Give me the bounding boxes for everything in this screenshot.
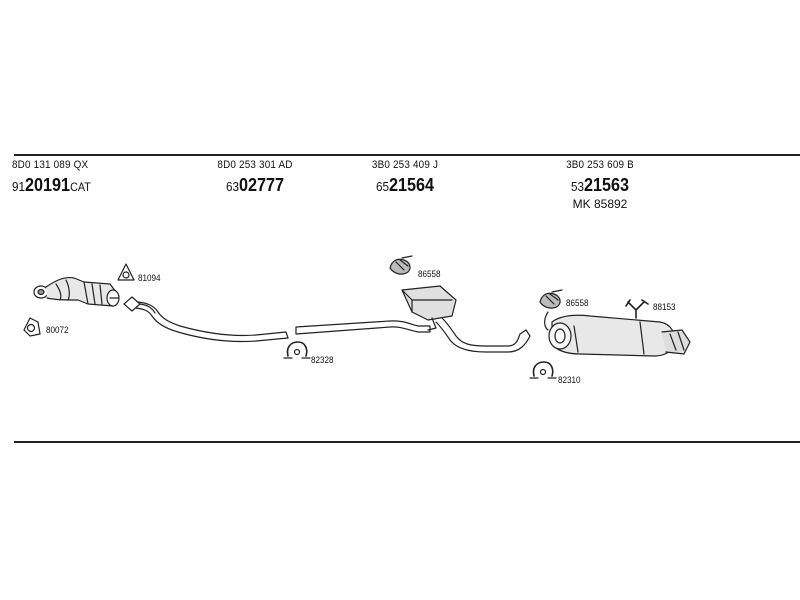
rubber-mount-86558-icon	[389, 255, 413, 275]
oe-number: 8D0 131 089 QX	[12, 159, 89, 171]
group-middle-silencer: 3B0 253 409 J 6521564	[350, 160, 460, 195]
article-number: 6521564	[356, 176, 455, 195]
part-label-82328: 82328	[311, 355, 334, 365]
oe-number: 3B0 253 609 B	[566, 159, 634, 171]
clamp-82328-icon	[283, 341, 311, 359]
hanger-88153-icon	[625, 299, 649, 319]
part-label-88153: 88153	[653, 302, 676, 312]
article-number: 5321563	[551, 176, 650, 195]
rubber-mount-86558-icon	[539, 289, 563, 309]
article-prefix: 63	[225, 179, 239, 194]
oe-number: 8D0 253 301 AD	[217, 159, 293, 171]
part-label-82310: 82310	[558, 375, 581, 385]
article-main: 02777	[238, 175, 285, 195]
article-number: 9120191CAT	[12, 176, 102, 195]
article-prefix: 53	[570, 179, 584, 194]
part-label-86558-front: 86558	[418, 269, 441, 279]
middle-silencer-icon	[295, 285, 531, 353]
part-label-80072: 80072	[46, 325, 69, 335]
front-pipe-icon	[123, 296, 289, 343]
article-number: 6302777	[206, 176, 305, 195]
top-rule	[14, 154, 800, 156]
group-front-pipe: 8D0 253 301 AD 6302777	[200, 160, 310, 195]
article-suffix: CAT	[70, 180, 91, 194]
article-main: 21563	[583, 175, 630, 195]
clamp-81094-icon	[117, 263, 135, 281]
article-main: 21564	[388, 175, 435, 195]
rear-silencer-icon	[544, 311, 691, 357]
part-label-81094: 81094	[138, 273, 161, 283]
bottom-rule	[14, 441, 800, 443]
clamp-80072-icon	[23, 317, 41, 337]
part-label-86558-rear: 86558	[566, 298, 589, 308]
group-rear-silencer: 3B0 253 609 B 5321563 MK 85892	[545, 159, 655, 211]
mounting-kit: MK 85892	[572, 197, 628, 211]
clamp-82310-icon	[529, 361, 557, 379]
group-catalytic-converter: 8D0 131 089 QX 9120191CAT	[12, 160, 112, 195]
article-main: 20191	[25, 175, 71, 195]
article-prefix: 91	[12, 179, 26, 194]
article-prefix: 65	[375, 179, 389, 194]
oe-number: 3B0 253 409 J	[371, 159, 439, 171]
catalytic-converter-icon	[33, 276, 120, 307]
